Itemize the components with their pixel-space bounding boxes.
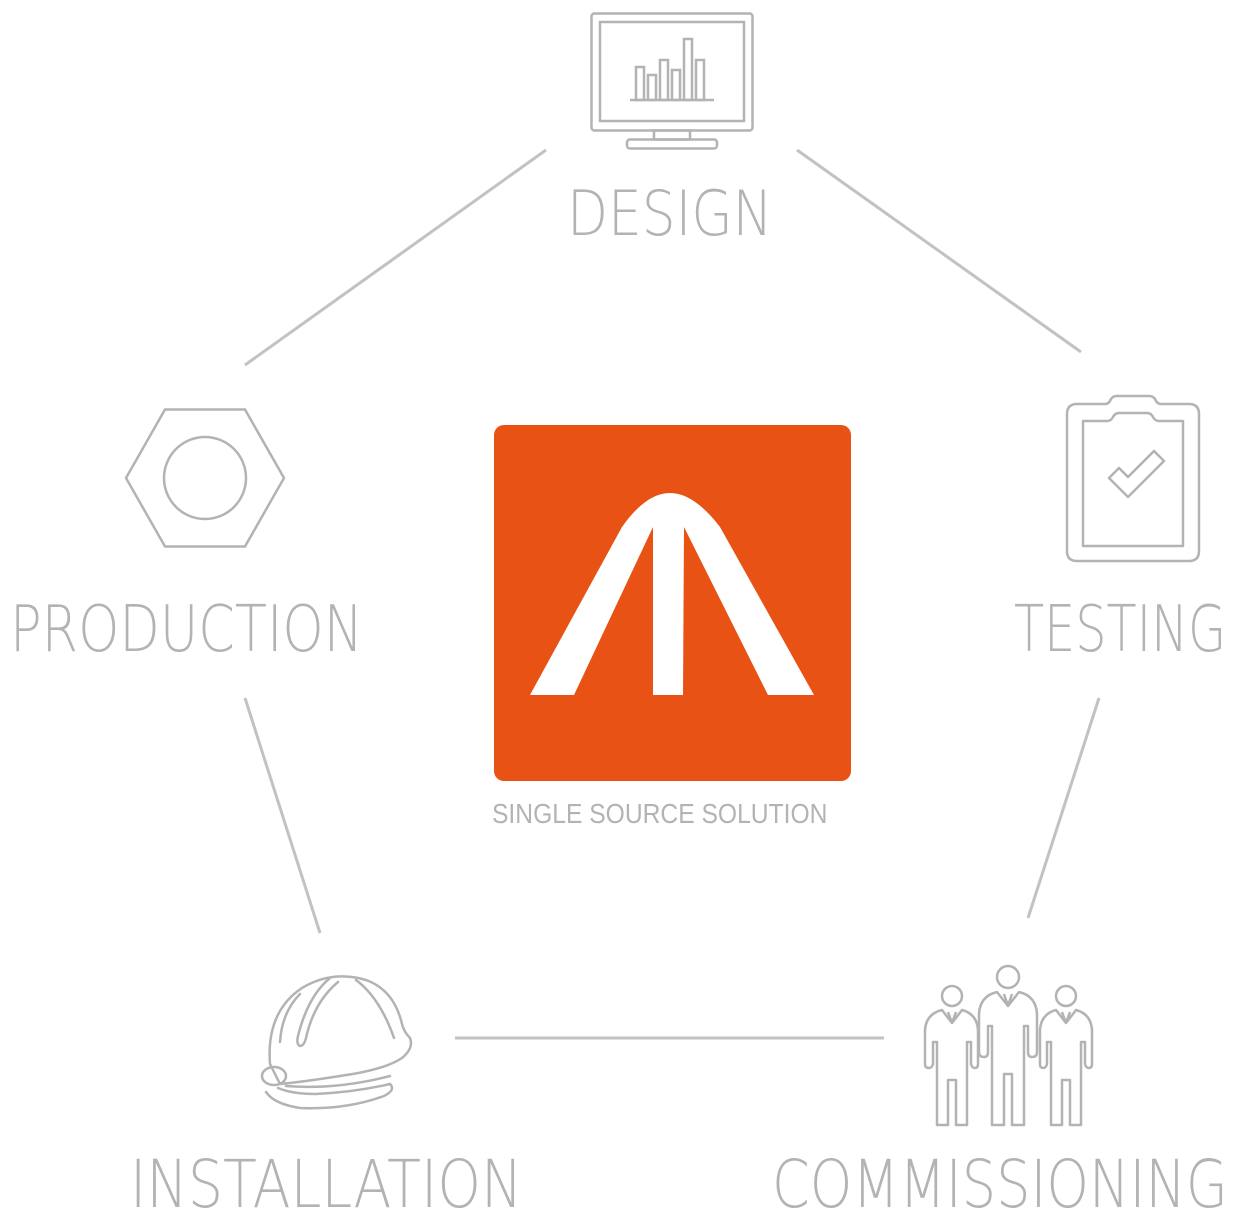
edge-production-design	[244, 148, 547, 367]
node-label-testing: TESTING	[1014, 593, 1227, 667]
clipboard-check-icon	[1065, 394, 1201, 563]
hex-nut-icon	[124, 408, 286, 548]
tent-arch-logo-icon	[530, 493, 814, 695]
edge-testing-commissioning	[1026, 697, 1101, 919]
monitor-chart-icon	[590, 12, 754, 152]
node-label-installation: INSTALLATION	[130, 1146, 523, 1211]
hard-hat-icon	[256, 972, 416, 1114]
center-logo-tile	[494, 425, 851, 781]
edge-installation-production	[243, 697, 322, 934]
node-label-commissioning: COMMISSIONING	[772, 1146, 1228, 1211]
team-people-icon	[918, 960, 1098, 1130]
tagline-text: SINGLE SOURCE SOLUTION	[492, 798, 828, 829]
node-label-production: PRODUCTION	[10, 593, 363, 667]
node-label-design: DESIGN	[567, 177, 773, 250]
edge-design-testing	[796, 148, 1082, 354]
